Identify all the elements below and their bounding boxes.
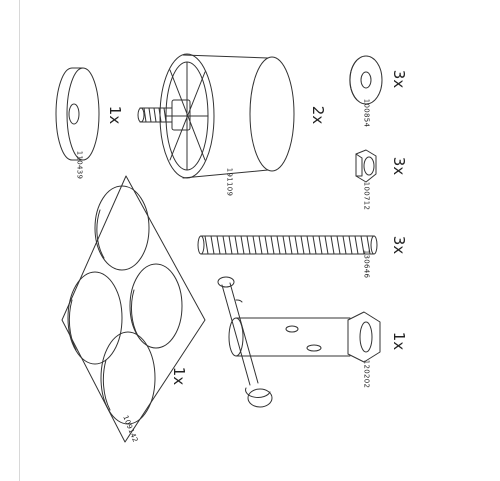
qty-nut: 3x	[390, 156, 409, 176]
nut-drawing	[355, 149, 377, 183]
threaded-rod-drawing	[197, 235, 378, 255]
qty-leg-foot: 2x	[309, 105, 328, 125]
part-number-leg-foot: 191109	[225, 167, 234, 197]
part-number-box-wrench: 120202	[362, 359, 371, 389]
part-number-washer-small: 100854	[362, 98, 371, 128]
page-edge-line	[19, 0, 20, 481]
qty-felt-pads: 1x	[170, 366, 189, 386]
qty-washer-small: 3x	[390, 69, 409, 89]
box-wrench-drawing	[217, 276, 381, 408]
felt-pad-sheet-drawing	[61, 175, 206, 443]
part-number-threaded-rod: 130646	[362, 249, 371, 279]
qty-box-wrench: 1x	[390, 331, 409, 351]
part-number-nut: 100712	[362, 181, 371, 211]
large-washer-drawing	[55, 67, 100, 161]
qty-threaded-rod: 3x	[390, 235, 409, 255]
small-washer-drawing	[349, 55, 383, 105]
leg-foot-drawing	[137, 53, 295, 179]
qty-washer-large: 1x	[106, 105, 125, 125]
part-number-washer-large: 110439	[75, 150, 84, 180]
